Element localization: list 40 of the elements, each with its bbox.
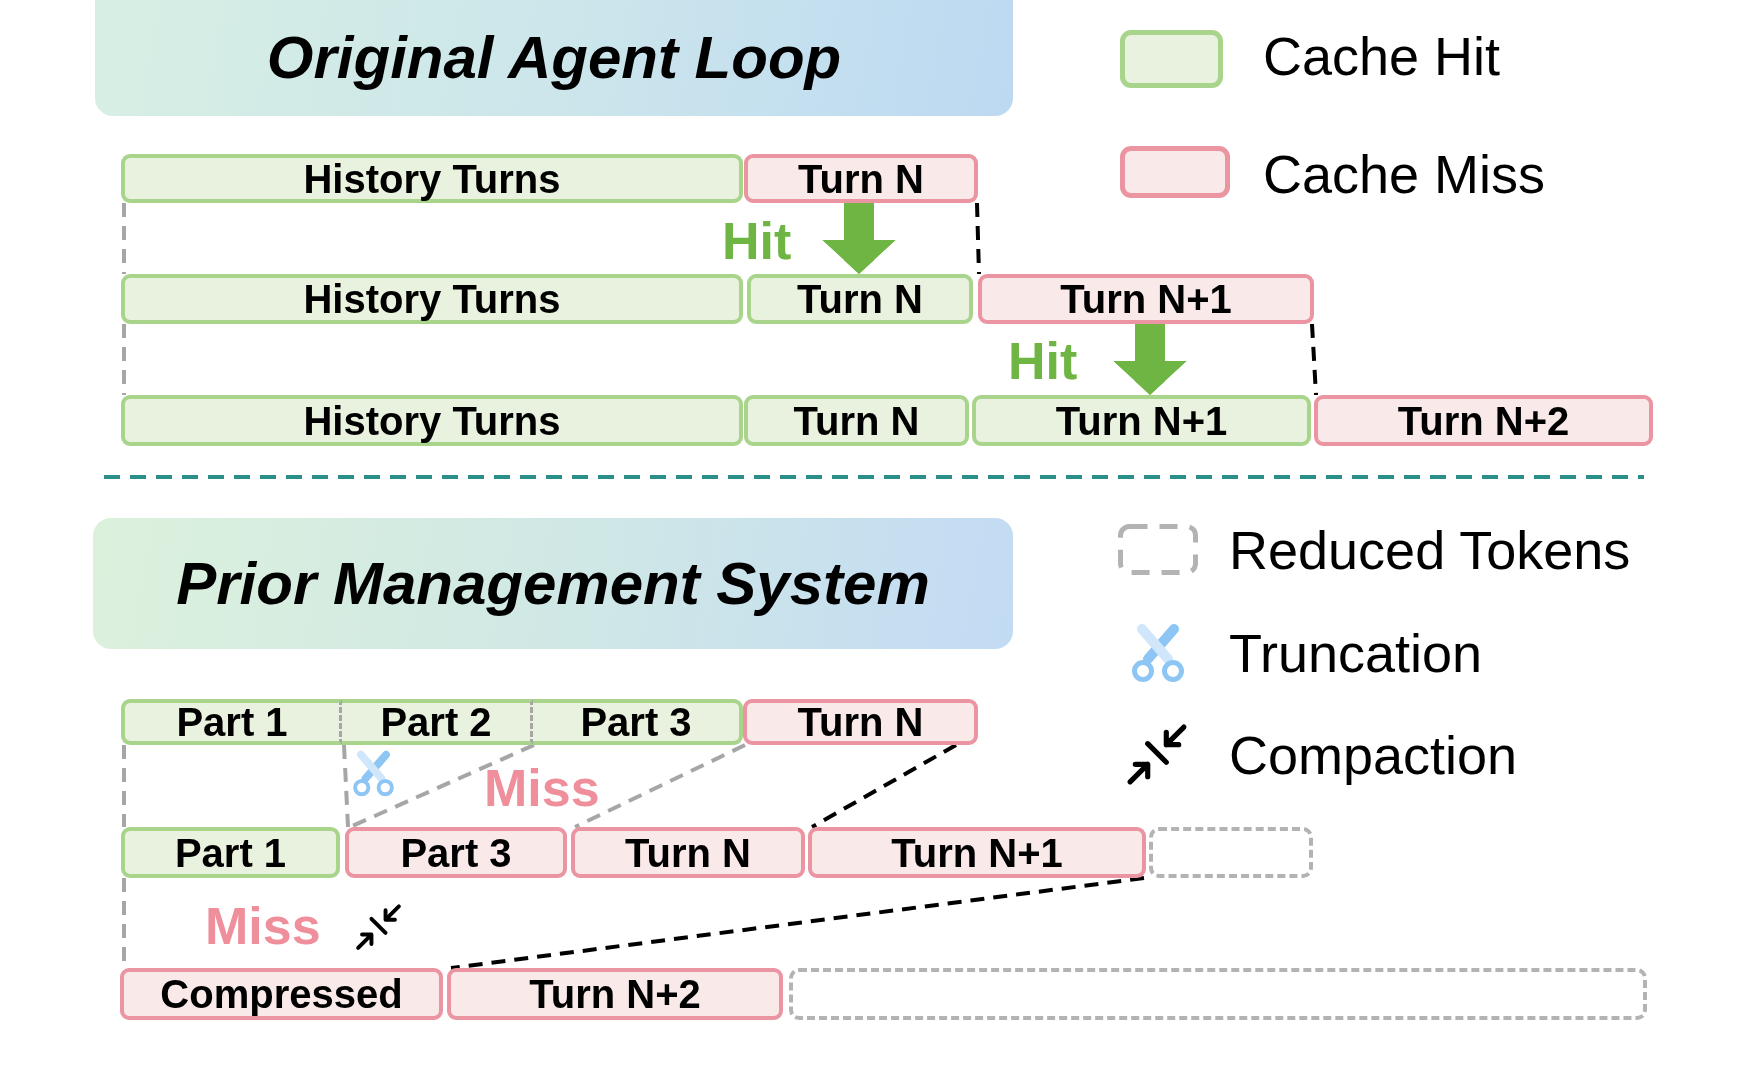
cache-hit-segment: History Turns — [121, 154, 743, 203]
dashed-line — [574, 743, 746, 829]
cache-hit-segment: Part 1 — [121, 827, 340, 878]
annotation-label: Miss — [484, 762, 600, 814]
dashed-line — [975, 202, 981, 275]
cache-miss-segment: Turn N+1 — [978, 274, 1314, 324]
dashed-line — [122, 203, 126, 274]
cache-hit-segment: History Turns — [121, 395, 743, 446]
cache-miss-segment: Turn N — [571, 827, 805, 878]
cache-miss-segment: Turn N+2 — [447, 968, 783, 1020]
cache-hit-segment: Turn N+1 — [972, 395, 1311, 446]
legend-label: Cache Hit — [1263, 29, 1501, 83]
cache-hit-segment: Turn N — [747, 274, 973, 324]
block-arrow — [1113, 324, 1187, 395]
cache-hit-segment: Part 3 — [533, 699, 743, 745]
dashed-line — [450, 876, 1145, 970]
cache-hit-segment: Part 2 — [342, 699, 533, 745]
reduced-token-box — [789, 968, 1647, 1020]
cache-hit-segment: Part 1 — [121, 699, 342, 745]
section-title-banner: Original Agent Loop — [95, 0, 1013, 116]
cache-miss-segment: Compressed — [120, 968, 443, 1020]
cache-hit-segment: History Turns — [121, 274, 743, 324]
dashed-line — [811, 743, 957, 829]
legend-label: Cache Miss — [1263, 147, 1546, 201]
legend-label: Truncation — [1229, 626, 1483, 680]
cache-miss-segment: Turn N — [743, 699, 978, 745]
cache-hit-segment: Turn N — [744, 395, 969, 446]
block-arrow — [822, 203, 896, 274]
dashed-line — [122, 324, 126, 395]
dashed-line — [1310, 323, 1318, 396]
annotation-label: Miss — [205, 900, 321, 952]
cache-miss-segment: Turn N+2 — [1314, 395, 1653, 446]
cache-miss-segment: Part 3 — [345, 827, 567, 878]
section-title-banner: Prior Management System — [93, 518, 1013, 649]
legend-label: Reduced Tokens — [1229, 523, 1631, 577]
dashed-line — [342, 744, 350, 828]
reduced-token-box — [1149, 827, 1313, 878]
cache-miss-segment: Turn N — [744, 154, 978, 203]
dashed-line — [122, 745, 126, 827]
cache-miss-segment: Turn N+1 — [808, 827, 1146, 878]
